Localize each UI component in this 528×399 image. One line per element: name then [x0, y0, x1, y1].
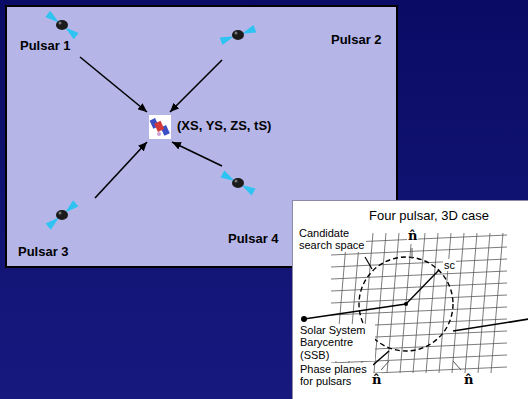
- signal-arrow: [95, 142, 147, 198]
- pulsar-direction: [453, 319, 528, 331]
- planes-label: Phase planes for pulsars: [299, 363, 373, 388]
- phase-plane-line: [331, 271, 507, 279]
- pulsar-star: [232, 30, 244, 40]
- pulsar-star: [56, 210, 68, 220]
- star-highlight: [235, 32, 238, 35]
- phase-plane-line: [465, 233, 477, 373]
- phase-plane-line: [452, 233, 464, 373]
- pulsar-beam: [220, 171, 234, 181]
- pulsar: Pulsar 1: [18, 5, 90, 57]
- craft-body: [154, 121, 164, 132]
- signal-arrow: [80, 57, 147, 112]
- pulsar: Pulsar 3: [15, 190, 95, 265]
- phase-plane-line: [426, 233, 438, 373]
- star-highlight: [235, 180, 238, 183]
- pulsar-beam: [241, 185, 255, 195]
- pulsar-star: [56, 20, 68, 30]
- antenna: [157, 132, 161, 136]
- pulsar: Pulsar 4: [200, 166, 290, 252]
- normal-vector: n̂: [407, 229, 418, 244]
- position-label: (XS, YS, ZS, tS): [177, 119, 271, 134]
- signal-arrow: [170, 60, 222, 112]
- ssb-point: [301, 316, 307, 322]
- phase-plane-line: [491, 233, 503, 373]
- normal-arrow: [412, 248, 413, 259]
- radius-label: sc: [443, 259, 456, 271]
- phase-plane-line: [400, 233, 412, 373]
- region-label: Candidate search space: [298, 227, 366, 252]
- phase-plane-line: [413, 233, 425, 373]
- pulsar-beam: [45, 11, 58, 23]
- leader-line: [304, 304, 406, 319]
- pulsar-name: Pulsar 3: [18, 245, 69, 260]
- icon-frame: [149, 115, 171, 139]
- origin-label: Solar System Barycentre (SSB): [299, 324, 375, 361]
- ssb-point: [404, 302, 408, 306]
- normal-arrow: [381, 361, 389, 370]
- leader-line: [365, 257, 372, 269]
- phase-plane-line: [439, 233, 451, 373]
- pulsar-beam: [65, 27, 78, 39]
- leader-line: [373, 351, 389, 365]
- normal-arrow: [453, 361, 461, 370]
- phase-plane-line: [374, 233, 386, 373]
- pulsar-beam: [220, 36, 235, 45]
- pulsar-name: Pulsar 1: [20, 39, 71, 54]
- pulsar-beam: [46, 218, 59, 230]
- pulsar-name: Pulsar 4: [228, 232, 279, 247]
- pulsar-name: Pulsar 2: [331, 33, 382, 48]
- pulsar-star: [232, 178, 244, 188]
- signal-arrow: [172, 142, 222, 166]
- pulsar-beam: [65, 200, 78, 212]
- inset-panel: Four pulsar, 3D caseCandidate search spa…: [292, 200, 528, 399]
- normal-vector: n̂: [371, 373, 382, 388]
- pulsar: Pulsar 2: [205, 20, 397, 60]
- panel-heading: Four pulsar, 3D case: [369, 209, 489, 224]
- star-highlight: [59, 22, 62, 25]
- spacecraft: (XS, YS, ZS, tS): [147, 112, 275, 142]
- phase-plane-line: [478, 233, 490, 373]
- sphere-radius: [406, 270, 439, 304]
- star-highlight: [59, 212, 62, 215]
- pulsar-beam: [242, 25, 257, 34]
- normal-vector: n̂: [463, 373, 474, 388]
